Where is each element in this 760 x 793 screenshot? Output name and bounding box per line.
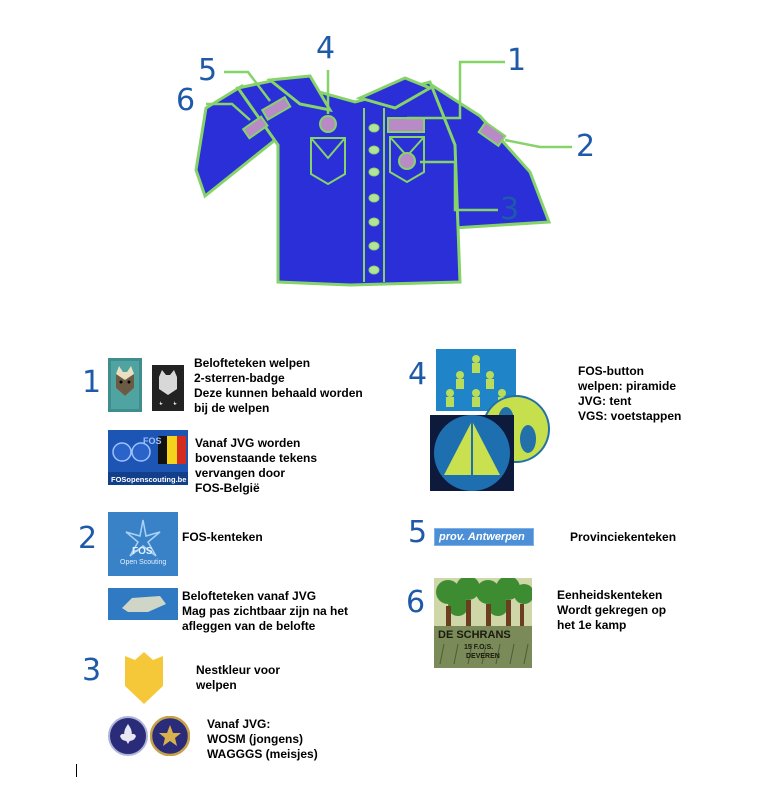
section-6-line-2: Wordt gekregen op [557,603,667,617]
section-1-line-1: Belofteteken welpen [194,356,311,370]
shirt-number-3: 3 [500,192,520,227]
section-4-number: 4 [408,357,428,392]
section-6-number: 6 [406,585,426,620]
badge-5-rect [260,95,292,122]
shirt-buttons [368,123,380,275]
section-2-belofte-line-1: Belofteteken vanaf JVG [182,589,317,603]
eenheid-badge-text-1: DE SCHRANS [438,629,511,641]
shirt-diagram [194,60,572,287]
nestkleur-badge-icon [125,652,163,704]
fos-button-collage-icon [430,349,550,491]
section-6-line-1: Eenheidskenteken [557,588,663,602]
belofteteken-badge-icon [108,588,178,620]
section-3-number: 3 [82,653,102,688]
wolf-badge-icon [108,358,142,412]
section-3-jvg-line-1: Vanaf JVG: [207,717,271,731]
shirt-number-2: 2 [576,129,596,164]
fos-kenteken-badge: FOS Open Scouting [108,512,178,576]
badge-2-rect [477,120,507,148]
section-1-number: 1 [82,365,102,400]
badge-1-rect [387,117,425,133]
section-1-fos-line-3: vervangen door [195,466,286,480]
text-cursor [76,764,77,777]
section-4-line-3: JVG: tent [578,394,632,408]
section-1-fos-line-2: bovenstaande tekens [195,451,318,465]
section-1-line-4: bij de welpen [194,401,270,415]
two-star-badge-icon [152,365,184,411]
section-3-nest-line-1: Nestkleur voor [196,663,281,677]
section-1-fos-line-1: Vanaf JVG worden [195,436,301,450]
badge-3-circle [398,152,416,170]
right-collar [355,76,434,110]
fos-kenteken-logo-text-1: FOS [132,546,153,557]
section-1-fos-line-4: FOS-België [195,481,260,495]
fos-kenteken-logo-text-2: Open Scouting [120,559,166,566]
section-1-line-3: Deze kunnen behaald worden [194,386,363,400]
section-2-belofte-line-3: afleggen van de belofte [182,619,316,633]
section-4-line-2: welpen: piramide [578,379,677,393]
fos-logo-text: FOS [143,436,162,446]
section-1-line-2: 2-sterren-badge [194,371,285,385]
section-5-number: 5 [408,515,428,550]
section-2-number: 2 [78,521,98,556]
section-3-jvg-line-3: WAGGGS (meisjes) [207,747,318,761]
section-4-line-1: FOS-button [578,364,644,378]
fos-url-text: FOSopenscouting.be [111,475,186,484]
eenheid-badge-text-2: 15 F.O.S. [464,644,493,651]
shirt-number-1: 1 [507,43,527,78]
badge-4-circle [319,115,337,133]
section-2-kenteken-label: FOS-kenteken [182,530,263,544]
section-4-line-4: VGS: voetstappen [578,409,682,423]
wosm-badge-icon [108,716,148,756]
section-5-label: Provinciekenteken [570,530,677,544]
section-3-nest-line-2: welpen [196,678,237,692]
eenheid-badge-icon: DE SCHRANS 15 F.O.S. DEVEREN [434,578,532,668]
shirt-number-6: 6 [176,83,196,118]
provincie-badge-text: prov. Antwerpen [439,531,525,543]
provincie-badge: prov. Antwerpen [434,528,534,546]
left-collar [266,74,333,113]
leader-lines [206,60,572,212]
wagggs-badge-icon [150,716,190,756]
fos-belgie-badge: FOS FOSopenscouting.be [108,430,188,485]
shirt-number-4: 4 [316,31,336,66]
eenheid-badge-text-3: DEVEREN [466,653,500,660]
badge-6-rect [241,115,269,140]
shirt-number-5: 5 [198,53,218,88]
section-3-jvg-line-2: WOSM (jongens) [207,732,303,746]
section-2-belofte-line-2: Mag pas zichtbaar zijn na het [182,604,349,618]
section-6-line-3: het 1e kamp [557,618,627,632]
